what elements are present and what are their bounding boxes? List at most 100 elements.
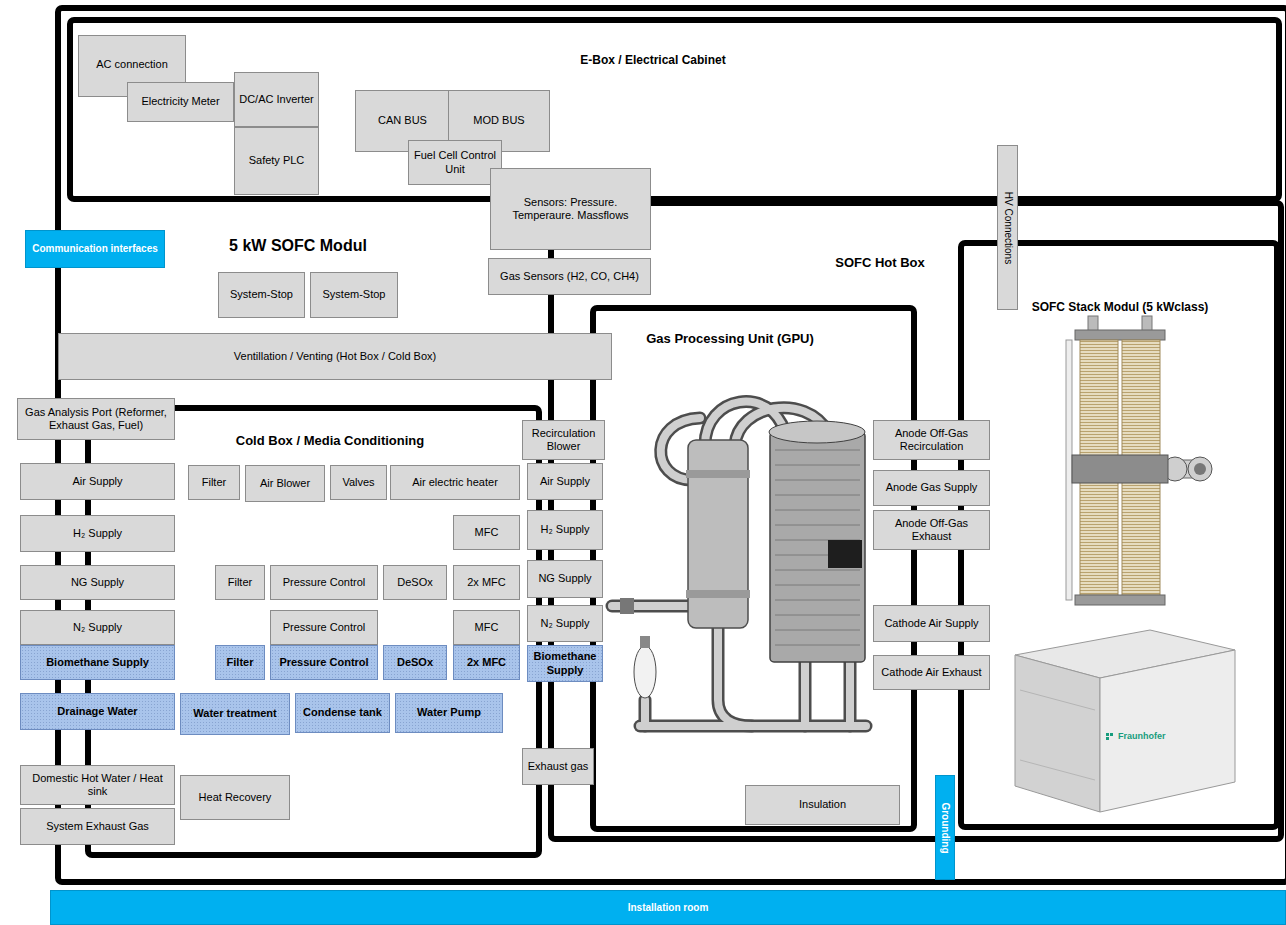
box-label: Drainage Water xyxy=(57,705,137,718)
component-box: H₂ Supply xyxy=(527,510,603,550)
biomethane-box: Water Pump xyxy=(395,693,503,733)
box-label: Communication interfaces xyxy=(32,243,158,255)
box-label: Installation room xyxy=(628,902,709,914)
biomethane-box: Drainage Water xyxy=(20,693,175,730)
biomethane-box: Biomethane Supply xyxy=(20,645,175,680)
region-title: Cold Box / Media Conditioning xyxy=(236,433,424,448)
component-box: MFC xyxy=(453,610,520,645)
component-box: Gas Analysis Port (Reformer, Exhaust Gas… xyxy=(17,398,175,440)
component-box: MFC xyxy=(453,515,520,550)
biomethane-box: Pressure Control xyxy=(270,645,378,680)
component-box: Recirculation Blower xyxy=(522,420,605,460)
box-label: Filter xyxy=(202,476,226,489)
box-label: System-Stop xyxy=(230,288,293,301)
box-label: CAN BUS xyxy=(378,114,427,127)
box-label: System Exhaust Gas xyxy=(46,820,149,833)
box-label: Pressure Control xyxy=(283,576,366,589)
connection-strip: HV Connections xyxy=(997,145,1018,310)
box-label: Safety PLC xyxy=(249,154,305,167)
box-label: Filter xyxy=(228,576,252,589)
component-box: Cathode Air Supply xyxy=(873,605,990,642)
component-box: Air Supply xyxy=(527,463,603,500)
box-label: Domestic Hot Water / Heat sink xyxy=(25,772,170,798)
logo-text: Fraunhofer xyxy=(1118,731,1166,741)
box-label: Grounding xyxy=(940,802,951,853)
box-label: Anode Off-Gas Recirculation xyxy=(878,427,985,453)
box-label: Cathode Air Supply xyxy=(884,617,978,630)
component-box: Anode Gas Supply xyxy=(873,470,990,506)
box-label: Cathode Air Exhaust xyxy=(881,666,981,679)
biomethane-box: Biomethane Supply xyxy=(527,645,603,682)
box-label: DeSOx xyxy=(397,656,433,669)
component-box: Gas Sensors (H2, CO, CH4) xyxy=(488,258,651,295)
component-box: 2x MFC xyxy=(453,565,520,600)
region-title: E-Box / Electrical Cabinet xyxy=(580,53,725,67)
component-box: H₂ Supply xyxy=(20,515,175,552)
box-label: Heat Recovery xyxy=(199,791,272,804)
box-label: H₂ Supply xyxy=(73,527,122,540)
box-label: Filter xyxy=(227,656,254,669)
box-label: DeSOx xyxy=(397,576,432,589)
component-box: System-Stop xyxy=(218,272,305,318)
component-box: Exhaust gas xyxy=(522,748,594,785)
component-box: Air electric heater xyxy=(390,465,520,500)
component-box: DeSOx xyxy=(383,565,447,600)
component-box: Cathode Air Exhaust xyxy=(873,655,990,690)
box-label: Pressure Control xyxy=(279,656,368,669)
box-label: Air electric heater xyxy=(412,476,498,489)
stack-illustration xyxy=(1066,316,1212,605)
box-label: MFC xyxy=(475,526,499,539)
box-label: HV Connections xyxy=(1002,191,1013,263)
component-box: Air Blower xyxy=(245,465,325,502)
box-label: N₂ Supply xyxy=(73,621,122,634)
box-label: AC connection xyxy=(96,58,168,71)
box-label: Air Supply xyxy=(72,475,122,488)
box-label: Recirculation Blower xyxy=(527,427,600,453)
region-title: Gas Processing Unit (GPU) xyxy=(646,331,814,346)
interface-band: Communication interfaces xyxy=(25,230,165,268)
component-box: Insulation xyxy=(745,785,900,825)
box-label: MFC xyxy=(475,621,499,634)
biomethane-box: Condense tank xyxy=(295,693,390,733)
component-box: NG Supply xyxy=(527,560,603,598)
component-box: Filter xyxy=(188,465,240,500)
component-box: Domestic Hot Water / Heat sink xyxy=(20,765,175,805)
component-box: Anode Off-Gas Recirculation xyxy=(873,420,990,460)
biomethane-box: 2x MFC xyxy=(453,645,520,680)
grounding-strip: Grounding xyxy=(935,775,955,880)
component-box: DC/AC Inverter xyxy=(234,72,319,127)
component-box: Air Supply xyxy=(20,463,175,500)
box-label: Fuel Cell Control Unit xyxy=(413,149,497,175)
component-box: System-Stop xyxy=(310,272,398,318)
biomethane-box: Filter xyxy=(215,645,265,680)
component-box: Fuel Cell Control Unit xyxy=(408,140,502,185)
box-label: Insulation xyxy=(799,798,846,811)
component-box: N₂ Supply xyxy=(527,605,603,642)
box-label: Anode Gas Supply xyxy=(886,481,978,494)
component-box: Sensors: Pressure. Temperaure. Massflows xyxy=(490,168,651,250)
biomethane-box: Water treatment xyxy=(180,693,290,735)
box-label: Air Supply xyxy=(540,475,590,488)
box-label: H₂ Supply xyxy=(541,523,590,536)
box-label: MOD BUS xyxy=(473,114,524,127)
component-box: Safety PLC xyxy=(234,127,319,195)
box-label: Ventillation / Venting (Hot Box / Cold B… xyxy=(234,350,436,363)
box-label: NG Supply xyxy=(71,576,124,589)
region-frame: AC connectionElectricity MeterDC/AC Inve… xyxy=(55,5,1286,885)
component-box: N₂ Supply xyxy=(20,610,175,645)
box-label: Gas Analysis Port (Reformer, Exhaust Gas… xyxy=(22,406,170,432)
box-label: Biomethane Supply xyxy=(46,656,149,669)
box-label: Pressure Control xyxy=(283,621,366,634)
box-label: Water Pump xyxy=(417,706,481,719)
component-box: System Exhaust Gas xyxy=(20,808,175,845)
component-box: Electricity Meter xyxy=(127,82,234,122)
region-title: SOFC Stack Modul (5 kWclass) xyxy=(1032,300,1209,314)
region-title: SOFC Hot Box xyxy=(835,255,925,270)
component-box: Pressure Control xyxy=(270,610,378,645)
region-title: 5 kW SOFC Modul xyxy=(229,237,367,255)
box-label: NG Supply xyxy=(538,572,591,585)
component-box: Valves xyxy=(330,465,387,500)
box-label: Water treatment xyxy=(193,707,276,720)
box-label: N₂ Supply xyxy=(541,617,590,630)
